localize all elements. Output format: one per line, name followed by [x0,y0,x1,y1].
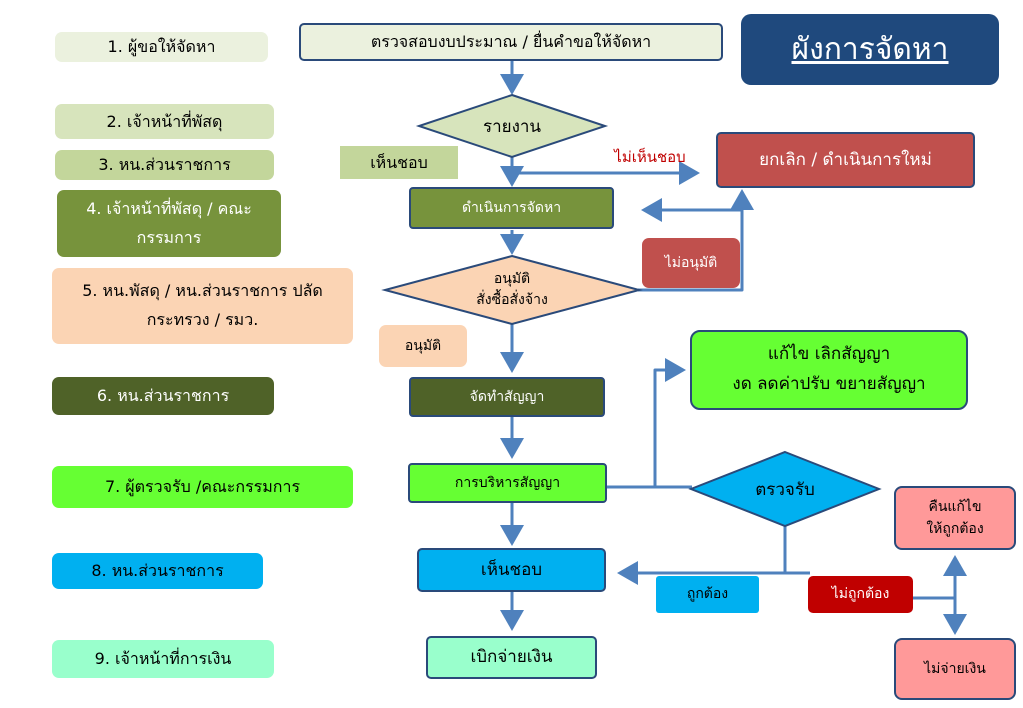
contract-box: จัดทำสัญญา [409,377,605,417]
approved-label: อนุมัติ [379,325,467,367]
amend-line2: งด ลดค่าปรับ ขยายสัญญา [732,374,926,394]
return-box: คืนแก้ไข ให้ถูกต้อง [894,486,1016,550]
return-line2: ให้ถูกต้อง [926,521,984,537]
role-9-label: 9. เจ้าหน้าที่การเงิน [52,640,274,678]
pay-box: เบิกจ่ายเงิน [426,636,597,679]
role-1-label: 1. ผู้ขอให้จัดหา [55,32,268,62]
page-title: ผังการจัดหา [741,14,999,85]
role-4-label: 4. เจ้าหน้าที่พัสดุ / คณะกรรมการ [57,190,281,257]
role-3-label: 3. หน.ส่วนราชการ [55,150,274,180]
agree-box: เห็นชอบ [417,548,606,592]
amend-line1: แก้ไข เลิกสัญญา [767,344,891,365]
approved-report-label: เห็นชอบ [340,146,458,179]
role-7-label: 7. ผู้ตรวจรับ /คณะกรรมการ [52,466,353,508]
proceed-box: ดำเนินการจัดหา [409,187,614,229]
not-approved-label: ไม่อนุมัติ [642,238,740,288]
role-2-label: 2. เจ้าหน้าที่พัสดุ [55,104,274,139]
correct-label: ถูกต้อง [656,576,759,613]
return-line1: คืนแก้ไข [928,498,982,515]
approve-label: อนุมัติ สั่งซื้อสั่งจ้าง [430,262,594,318]
request-box: ตรวจสอบงบประมาณ / ยื่นคำขอให้จัดหา [299,23,723,61]
no-pay-box: ไม่จ่ายเงิน [894,638,1016,700]
approve-label-line2: สั่งซื้อสั่งจ้าง [476,292,548,308]
inspect-label: ตรวจรับ [755,479,815,500]
arrow-manage-to-amend [653,358,686,487]
approve-label-line1: อนุมัติ [493,271,531,287]
manage-box: การบริหารสัญญา [408,463,607,503]
cancel-box: ยกเลิก / ดำเนินการใหม่ [716,132,975,188]
report-label: รายงาน [482,116,542,137]
amend-box: แก้ไข เลิกสัญญา งด ลดค่าปรับ ขยายสัญญา [690,330,968,410]
role-6-label: 6. หน.ส่วนราชการ [52,377,274,415]
arrow-inspect-to-agree [617,522,787,585]
arrow-notapprove-to-cancel [638,189,754,292]
incorrect-label: ไม่ถูกต้อง [808,576,913,613]
role-8-label: 8. หน.ส่วนราชการ [52,553,263,589]
not-approved-report-label: ไม่เห็นชอบ [614,148,686,167]
role-5-label: 5. หน.พัสดุ / หน.ส่วนราชการ ปลัดกระทรวง … [52,268,353,344]
